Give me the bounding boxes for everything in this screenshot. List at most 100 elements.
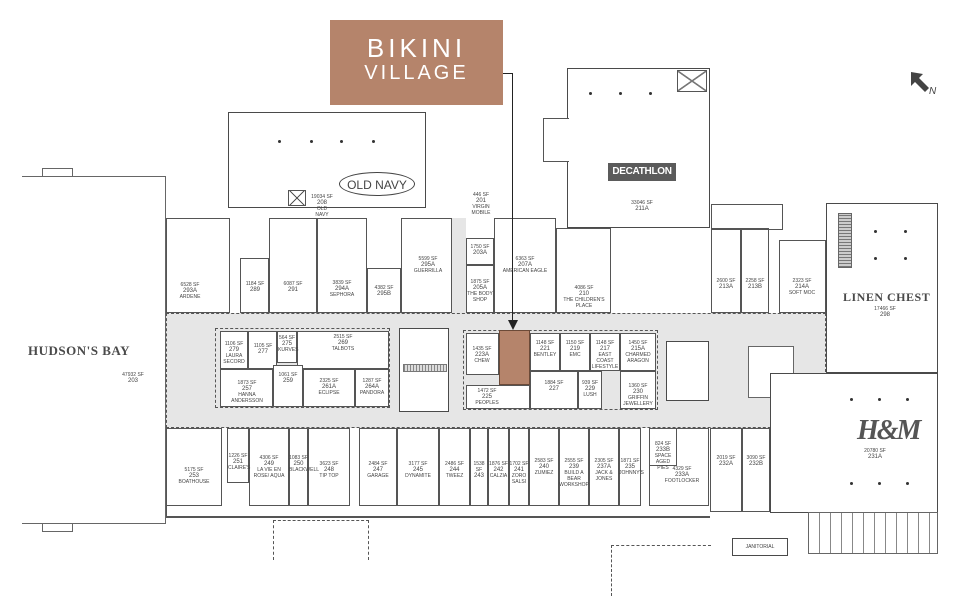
store-277[interactable] <box>248 331 277 369</box>
corridor-outline <box>166 313 826 428</box>
store-205a[interactable] <box>466 265 494 313</box>
store-230[interactable] <box>620 371 656 409</box>
column-dot <box>619 92 622 95</box>
store-250[interactable] <box>289 428 308 506</box>
store-295a[interactable] <box>401 218 452 313</box>
store-203a[interactable] <box>466 238 494 265</box>
store-214a[interactable] <box>779 240 826 313</box>
store-239[interactable] <box>559 428 589 506</box>
store-242[interactable] <box>488 428 509 506</box>
column-dot <box>310 140 313 143</box>
store-213a[interactable] <box>711 228 741 313</box>
decathlon-escalator <box>677 70 707 92</box>
store-217[interactable] <box>590 333 620 371</box>
store-241[interactable] <box>509 428 529 506</box>
store-225[interactable] <box>466 385 530 409</box>
store-227[interactable] <box>530 371 578 409</box>
store-207a[interactable] <box>494 218 556 313</box>
column-dot <box>906 398 909 401</box>
store-293a[interactable] <box>166 218 230 313</box>
store-210[interactable] <box>556 228 611 313</box>
column-dot <box>649 92 652 95</box>
store-213b[interactable] <box>741 228 769 313</box>
linen-chest-escalator <box>838 213 852 268</box>
store-261a[interactable] <box>303 369 355 407</box>
store-251[interactable] <box>227 428 249 483</box>
store-264a[interactable] <box>355 369 389 407</box>
store-248[interactable] <box>308 428 350 506</box>
north-arrow-icon <box>911 72 929 92</box>
store-294a[interactable] <box>317 218 367 313</box>
store-240[interactable] <box>529 428 559 506</box>
compass-label: N <box>929 86 937 97</box>
hudsons-bay-notch-top <box>42 168 73 177</box>
store-219[interactable] <box>560 333 590 371</box>
store-289[interactable] <box>240 258 269 313</box>
store-257[interactable] <box>220 369 273 407</box>
store-295b[interactable] <box>367 268 401 313</box>
future-area-sw <box>273 520 369 560</box>
hudsons-bay-notch-bottom <box>42 523 73 532</box>
column-dot <box>850 398 853 401</box>
store-279[interactable] <box>220 331 248 369</box>
column-dot <box>340 140 343 143</box>
store-243[interactable] <box>470 428 488 506</box>
store-249[interactable] <box>249 428 289 506</box>
store-229[interactable] <box>578 371 602 409</box>
banner-line-1: BIKINI <box>366 33 467 63</box>
store-233a[interactable] <box>649 428 709 506</box>
island-east <box>463 330 658 410</box>
store-253[interactable] <box>166 428 222 506</box>
store-291[interactable] <box>269 218 317 313</box>
hudsons-bay-anchor[interactable] <box>22 176 166 524</box>
column-dot <box>904 257 907 260</box>
store-235[interactable] <box>619 428 641 506</box>
column-dot <box>589 92 592 95</box>
pointer-arrow-icon <box>508 320 518 330</box>
escalator-treads <box>403 364 447 372</box>
store-232b[interactable] <box>742 428 770 512</box>
store-232a[interactable] <box>710 428 742 512</box>
store-215a[interactable] <box>620 333 656 371</box>
store-233b[interactable] <box>649 428 677 466</box>
column-dot <box>278 140 281 143</box>
store-275[interactable] <box>277 331 297 363</box>
store-221[interactable] <box>530 333 560 371</box>
store-223a[interactable] <box>466 333 499 375</box>
store-245[interactable] <box>397 428 439 506</box>
store-269[interactable] <box>297 331 389 369</box>
store-244[interactable] <box>439 428 470 506</box>
column-dot <box>850 482 853 485</box>
store-259[interactable] <box>273 365 303 407</box>
store-247[interactable] <box>359 428 397 506</box>
store-237a[interactable] <box>589 428 619 506</box>
bikini-village-unit[interactable] <box>499 330 530 385</box>
